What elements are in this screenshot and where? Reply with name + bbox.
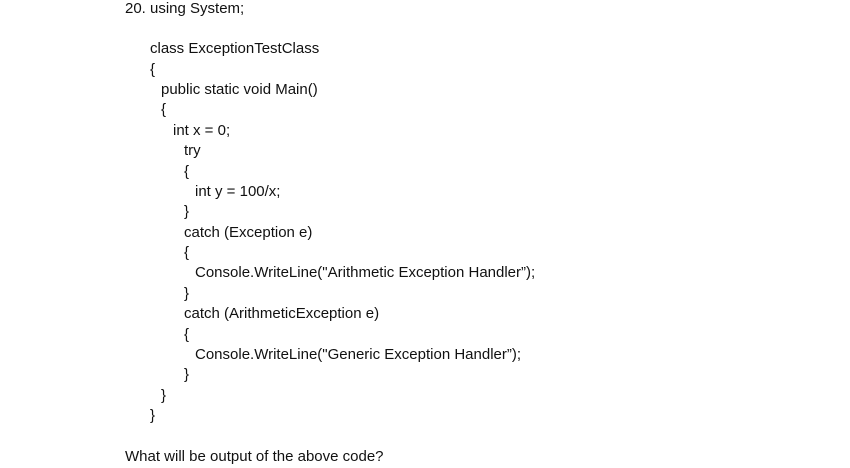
code-line-division: int y = 100/x; xyxy=(195,183,281,200)
code-line-catch-2-close: } xyxy=(184,366,190,383)
code-line-var-decl: int x = 0; xyxy=(173,122,231,139)
code-line-try-open: { xyxy=(184,163,190,180)
code-line-try-close: } xyxy=(184,203,190,220)
code-line-catch-1-open: { xyxy=(184,244,190,261)
code-line-class-open: { xyxy=(150,61,156,78)
code-line-class-close: } xyxy=(150,407,156,424)
question-prompt: What will be output of the above code? xyxy=(125,448,384,465)
code-line-catch-1-body: Console.WriteLine("Arithmetic Exception … xyxy=(195,264,536,281)
question-number: 20. xyxy=(125,0,146,17)
code-line-class-decl: class ExceptionTestClass xyxy=(150,40,320,57)
code-line-using: using System; xyxy=(150,0,245,17)
code-line-method-open: { xyxy=(161,101,167,118)
code-line-catch-2-body: Console.WriteLine("Generic Exception Han… xyxy=(195,346,522,363)
code-line-try: try xyxy=(184,142,201,159)
code-line-method-close: } xyxy=(161,387,167,404)
code-line-catch-1: catch (Exception e) xyxy=(184,224,313,241)
code-line-catch-1-close: } xyxy=(184,285,190,302)
code-line-method-decl: public static void Main() xyxy=(161,81,318,98)
code-line-catch-2: catch (ArithmeticException e) xyxy=(184,305,380,322)
code-line-catch-2-open: { xyxy=(184,326,190,343)
